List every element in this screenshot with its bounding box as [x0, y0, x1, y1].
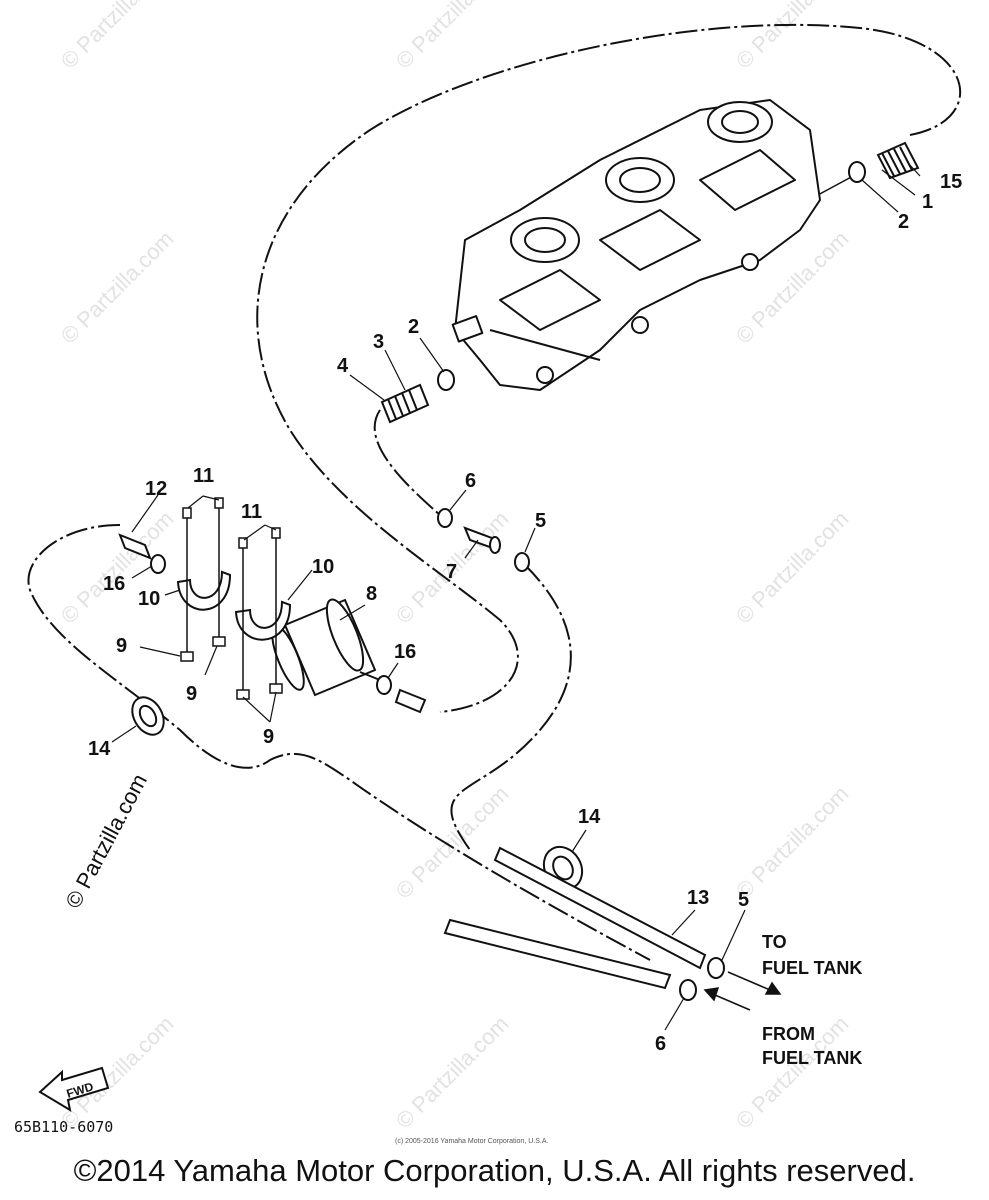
clamp-6-middle	[437, 508, 453, 528]
callout-16: 16	[394, 641, 416, 663]
fine-print: (c) 2005-2016 Yamaha Motor Corporation, …	[395, 1138, 548, 1145]
grommet-14-left	[131, 696, 165, 736]
arrow-from-fuel-tank	[703, 987, 751, 1011]
fuel-tank-labels: TO FUEL TANK FROM FUEL TANK	[762, 932, 862, 1068]
part-number-code: 65B110-6070	[14, 1118, 113, 1136]
callout-10: 10	[312, 556, 334, 578]
watermark: © Partzilla.com	[56, 0, 179, 74]
watermark: © Partzilla.com	[391, 781, 514, 904]
callout-12: 12	[145, 478, 167, 500]
bracket-10-left	[176, 570, 232, 611]
from-fuel-tank-line2: FUEL TANK	[762, 1048, 862, 1068]
copyright-footer: ©2014 Yamaha Motor Corporation, U.S.A. A…	[73, 1153, 916, 1188]
watermark: © Partzilla.com	[391, 1011, 514, 1134]
to-fuel-tank-line1: TO	[762, 932, 787, 952]
hose-fitting-to-tank	[450, 564, 572, 851]
watermark: © Partzilla.com	[56, 1011, 179, 1134]
callout-9: 9	[116, 635, 127, 657]
clamp-6-lower	[679, 979, 697, 1001]
callout-9: 9	[186, 683, 197, 705]
carburetor-assembly	[451, 99, 821, 391]
clamp-16-left	[150, 554, 166, 574]
watermark: © Partzilla.com	[731, 0, 854, 74]
callout-9: 9	[263, 726, 274, 748]
callout-11: 11	[193, 465, 214, 487]
callout-2: 2	[408, 316, 419, 338]
watermark: © Partzilla.com	[56, 226, 179, 349]
nuts-9	[180, 636, 283, 700]
hose-4-to-fitting	[373, 409, 441, 516]
hose-spring-15	[876, 141, 920, 180]
callout-8: 8	[366, 583, 377, 605]
to-fuel-tank-line2: FUEL TANK	[762, 958, 862, 978]
hose-12	[118, 533, 152, 560]
callout-2: 2	[898, 211, 909, 233]
clamp-2-upper	[848, 161, 866, 183]
joint-fitting-7	[463, 526, 501, 554]
fwd-arrow-icon: FWD	[38, 1066, 110, 1113]
callout-4: 4	[337, 355, 349, 377]
callout-15: 15	[940, 171, 962, 193]
callout-13: 13	[687, 887, 709, 909]
callout-6: 6	[655, 1033, 666, 1055]
callout-11: 11	[241, 501, 262, 523]
callout-14: 14	[578, 806, 601, 828]
clamp-5-middle	[514, 552, 530, 572]
from-fuel-tank-line1: FROM	[762, 1024, 815, 1044]
clamp-16-filter	[376, 675, 392, 695]
watermark-vertical: © Partzilla.com	[60, 770, 152, 913]
callout-6: 6	[465, 470, 476, 492]
fuel-filter-8	[271, 598, 381, 697]
callout-5: 5	[738, 889, 749, 911]
clamp-5-lower	[707, 957, 725, 979]
callout-16: 16	[103, 573, 125, 595]
watermark: © Partzilla.com	[391, 0, 514, 74]
callout-10: 10	[138, 588, 160, 610]
watermark: © Partzilla.com	[731, 506, 854, 629]
hoses-13	[443, 846, 707, 990]
watermark: © Partzilla.com	[731, 781, 854, 904]
arrow-to-fuel-tank	[727, 971, 782, 995]
bolts-11	[182, 497, 281, 690]
callout-3: 3	[373, 331, 384, 353]
callout-7: 7	[446, 561, 457, 583]
callouts: 15 1 2 2 3 4 6 5 7 8 16 12 11 11 10 10 1…	[88, 171, 962, 1055]
leader-lines	[111, 162, 921, 1031]
return-hose-loop	[256, 23, 962, 713]
clamp-2-lower	[437, 369, 455, 391]
callout-1: 1	[922, 191, 933, 213]
callout-14: 14	[88, 738, 111, 760]
hose-spring-3	[380, 383, 430, 424]
hose-short-filter	[394, 688, 427, 714]
hose-filter-loop	[27, 524, 651, 961]
callout-5: 5	[535, 510, 546, 532]
